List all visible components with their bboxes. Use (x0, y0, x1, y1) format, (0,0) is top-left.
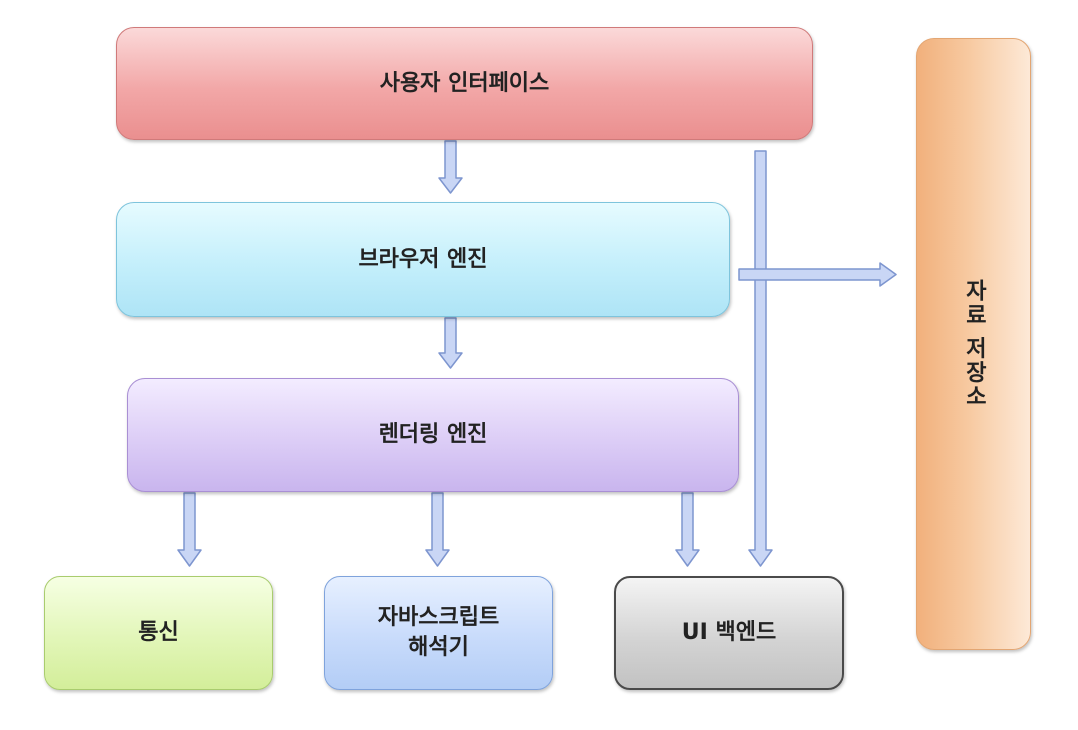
data-storage-box: 자료 저장소 (916, 38, 1031, 650)
arrow-rendering-to-backend (675, 492, 700, 567)
rendering-engine-box: 렌더링 엔진 (127, 378, 739, 492)
user-interface-box: 사용자 인터페이스 (116, 27, 813, 140)
arrow-browser-to-storage (738, 262, 897, 287)
arrow-browser-to-rendering (438, 317, 463, 369)
ui-backend-box: UI 백엔드 (614, 576, 844, 690)
user-interface-label: 사용자 인터페이스 (379, 70, 550, 96)
browser-engine-box: 브라우저 엔진 (116, 202, 730, 317)
networking-label: 통신 (138, 620, 179, 646)
rendering-engine-label: 렌더링 엔진 (378, 422, 488, 448)
js-interpreter-label: 자바스크립트 해석기 (377, 605, 500, 660)
ui-backend-label: UI 백엔드 (681, 620, 777, 646)
arrow-ui-to-backend (748, 150, 773, 567)
arrow-ui-to-browser (438, 140, 463, 194)
arrow-rendering-to-js (425, 492, 450, 567)
networking-box: 통신 (44, 576, 273, 690)
browser-engine-label: 브라우저 엔진 (358, 246, 488, 272)
arrow-rendering-to-networking (177, 492, 202, 567)
data-storage-label: 자료 저장소 (961, 279, 987, 409)
js-interpreter-box: 자바스크립트 해석기 (324, 576, 553, 690)
